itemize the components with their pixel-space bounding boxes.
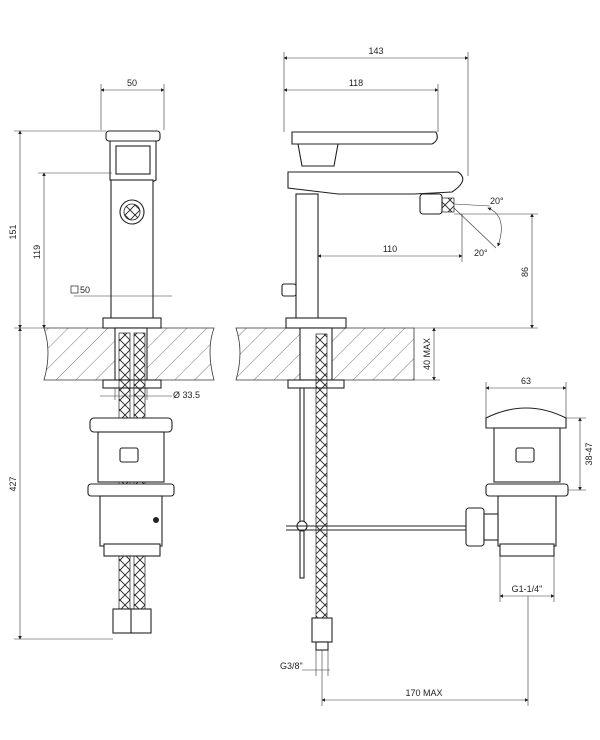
dim-side-spout-reach: 110 [383,244,397,254]
dim-deck-thickness: 40 MAX [422,338,432,370]
side-hose [315,333,328,619]
dim-square-base: 50 [80,285,90,295]
front-base-flange [102,317,162,329]
side-popup-rod [299,387,305,579]
front-cartridge [115,145,151,175]
dim-side-total-depth: 143 [368,46,383,56]
dim-front-width: 50 [127,78,137,88]
dim-front-total-height: 151 [8,224,18,239]
dim-side-lever-depth: 118 [349,78,363,88]
dim-front-spout-height: 119 [32,245,42,259]
dim-waste-thread: G1-1/4" [512,584,543,594]
aerator-icon [119,199,145,225]
side-base-flange [285,317,347,329]
dim-angle-up: 20° [490,196,504,206]
square-symbol-icon [70,285,79,294]
dim-hose-thread: G3/8" [280,661,303,671]
dim-side-spout-height: 86 [520,267,530,277]
front-hose-nut-right [130,608,152,634]
side-body [295,193,319,321]
front-shank-nut [102,379,162,389]
side-waste-assembly [465,407,569,557]
dim-shank-diameter: Ø 33.5 [173,390,200,400]
front-handle [105,130,161,142]
dim-angle-down: 20° [474,248,488,258]
side-lever [291,131,438,145]
side-popup-rod-knob [281,283,297,297]
side-view: 20° 20° 143 [235,46,594,706]
front-waste-assembly [87,417,175,557]
spray-nozzle-icon [419,193,455,215]
dim-waste-cap-diameter: 63 [521,376,531,386]
front-hose-nut-left [112,608,134,634]
dim-rod-length: 170 MAX [405,688,442,698]
side-spout [287,171,464,195]
dim-waste-height-range: 38-47 [584,442,594,465]
dim-hose-length: 427 [8,476,18,491]
side-hose-stud [315,641,329,651]
side-hose-nut [311,617,333,643]
front-view: 50 151 119 50 Ø 33.5 427 [8,78,215,640]
side-lever-joint [297,143,339,167]
